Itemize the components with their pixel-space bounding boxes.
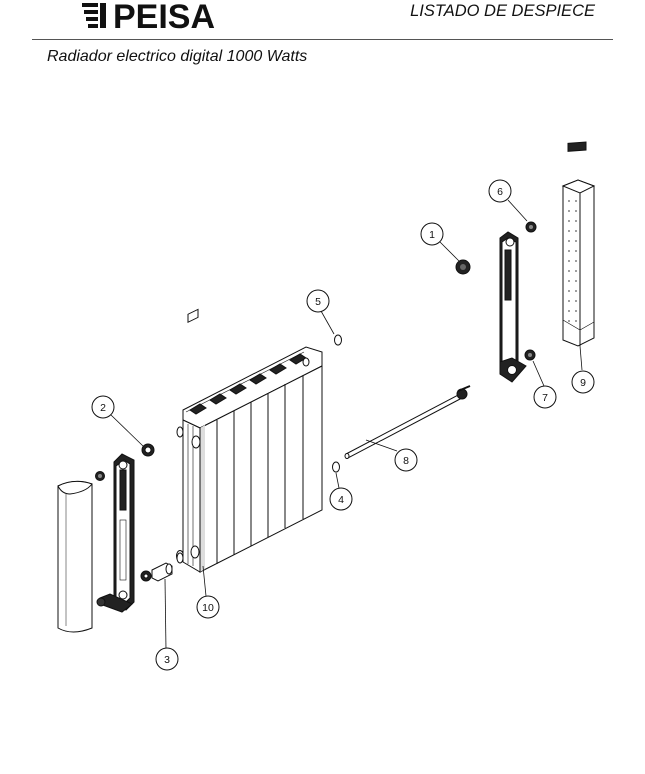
callout-5 [306,289,330,313]
callout-7 [533,385,557,409]
product-subtitle: Radiador electrico digital 1000 Watts [47,48,308,65]
brand-name: PEISA [113,0,216,36]
callout-label: 2 [100,402,106,414]
callout-1 [420,222,444,246]
callout-label: 6 [497,186,503,198]
callout-6 [488,179,512,203]
callout-4 [329,487,353,511]
callout-label: 7 [542,392,548,404]
callout-label: 9 [580,377,586,389]
callout-3 [155,647,179,671]
left-small-nut [95,471,105,481]
callout-8 [394,448,418,472]
callout-label: 1 [429,229,435,241]
part-9-right-end-cover [561,141,596,347]
part-2-connector [141,443,155,457]
left-end-cover [57,480,93,633]
callout-2 [91,395,115,419]
left-control-bar [96,453,135,613]
brand-logo: PEISA [82,0,215,34]
part-7-nut [524,349,536,361]
peisa-logo-mark-icon [82,3,106,28]
callout-label: 8 [403,455,409,467]
callout-label: 4 [338,494,344,506]
part-4-gasket [332,461,340,473]
part-6-nut [525,221,537,233]
part-8-heating-element [344,385,471,459]
right-control-bar [499,231,527,383]
document-title: LISTADO DE DESPIECE [410,2,595,20]
callout-9 [571,370,595,394]
header-divider [32,39,613,40]
callout-10 [196,595,220,619]
callout-label: 10 [202,602,214,614]
callout-label: 5 [315,296,321,308]
radiator-body [176,308,323,573]
callout-label: 3 [164,654,170,666]
part-1-knob [455,259,471,275]
part-5-gasket [334,334,342,346]
